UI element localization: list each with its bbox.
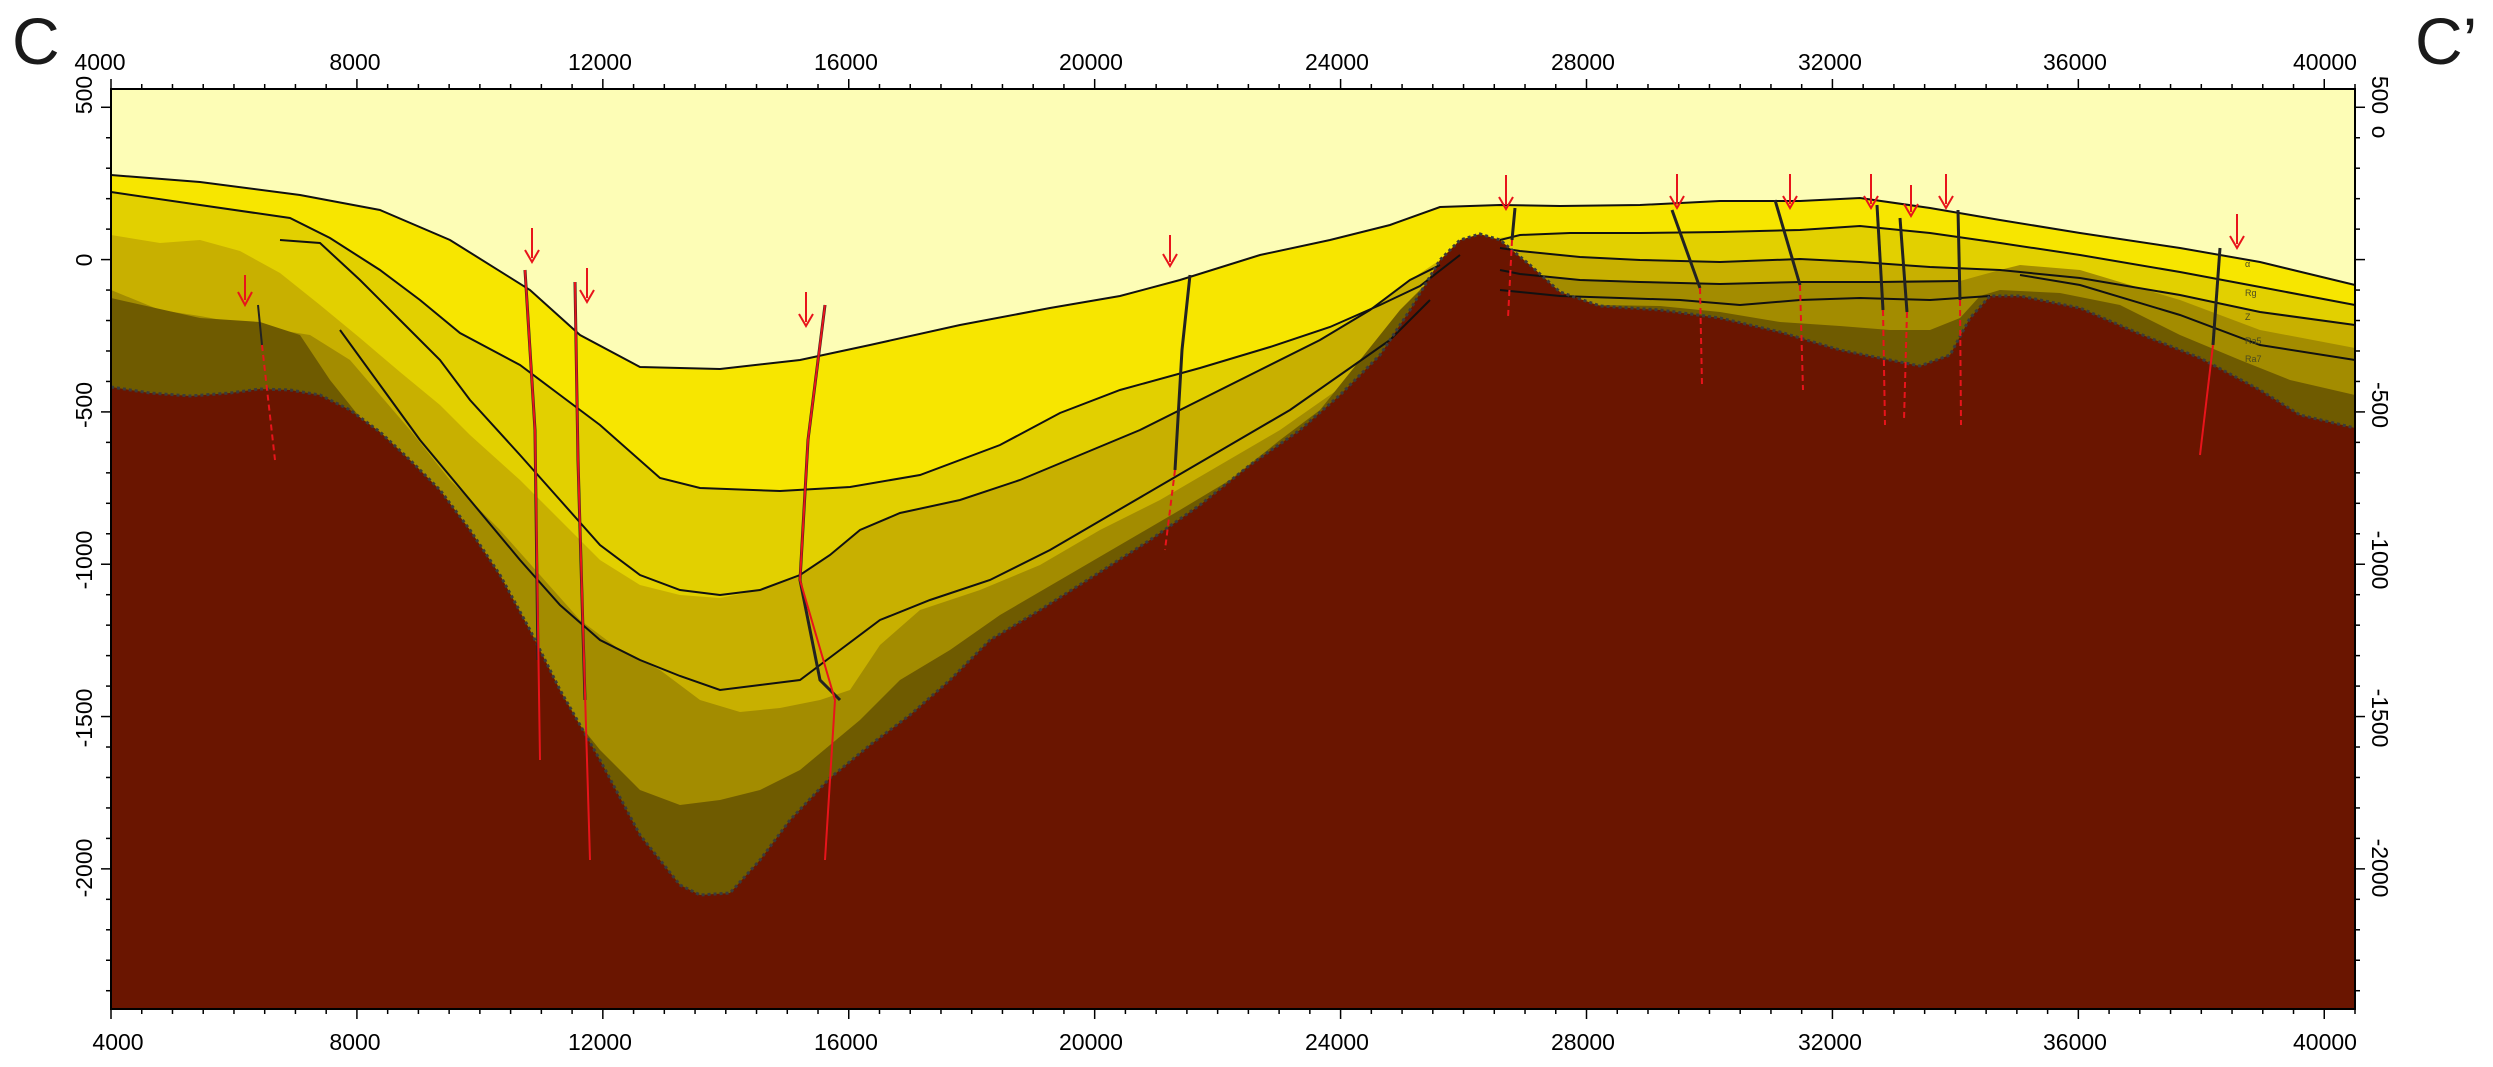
layer-labels: α Rg Z Ra5 Ra7 <box>2245 259 2262 364</box>
y-axis-right: 500 o -500 -1000 -1500 -2000 <box>2367 76 2393 898</box>
x-tick-bottom-label: 40000 <box>2293 1029 2357 1055</box>
y-tick-right-label: -500 <box>2367 382 2393 428</box>
y-tick-right-label: -1000 <box>2367 531 2393 590</box>
horizon-lines <box>110 174 2356 692</box>
x-tick-top-label: 16000 <box>814 49 878 75</box>
x-tick-bottom-label: 16000 <box>814 1029 878 1055</box>
x-tick-bottom-label: 12000 <box>568 1029 632 1055</box>
y-axis-left: 500 0 -500 -1000 -1500 -2000 <box>71 76 97 898</box>
fault-5 <box>1162 235 1192 551</box>
x-tick-top-label: 24000 <box>1305 49 1369 75</box>
x-tick-top-label: 8000 <box>329 49 380 75</box>
fault-9 <box>1863 174 1886 426</box>
y-tick-left-label: 500 <box>71 76 97 114</box>
layer-label-ra5: Ra5 <box>2245 336 2262 346</box>
layer-label-rg: Rg <box>2245 288 2257 298</box>
layer-label-ra7: Ra7 <box>2245 354 2262 364</box>
fault-12 <box>2199 214 2245 456</box>
fault-1 <box>237 275 276 461</box>
x-tick-top-label: 4000 <box>74 49 125 75</box>
x-tick-bottom-label: 36000 <box>2043 1029 2107 1055</box>
y-axis-right-unit: o <box>2367 126 2393 139</box>
x-tick-bottom-label: 4000 <box>92 1029 143 1055</box>
fault-8 <box>1773 174 1804 391</box>
basement <box>111 234 2355 1009</box>
y-tick-left-label: -1000 <box>71 531 97 590</box>
x-tick-bottom-label: 24000 <box>1305 1029 1369 1055</box>
y-tick-left-label: -1500 <box>71 689 97 748</box>
basement-top-outline <box>110 232 2356 897</box>
x-axis-bottom: 4000 8000 12000 16000 20000 24000 28000 … <box>92 1029 2357 1055</box>
x-tick-top-label: 40000 <box>2293 49 2357 75</box>
x-tick-top-label: 20000 <box>1059 49 1123 75</box>
fault-3 <box>573 268 595 861</box>
y-tick-right-label: -2000 <box>2367 839 2393 898</box>
section-label-right: C’ <box>2415 4 2477 78</box>
fault-4 <box>798 292 842 861</box>
horizon-alpha-base <box>110 191 2356 493</box>
fault-11 <box>1938 174 1962 426</box>
horizon-top-surface <box>110 174 2356 371</box>
fault-2 <box>523 228 541 761</box>
y-tick-left-label: -500 <box>71 382 97 428</box>
y-tick-left-label: -2000 <box>71 839 97 898</box>
fault-7 <box>1669 174 1703 386</box>
x-tick-bottom-label: 20000 <box>1059 1029 1123 1055</box>
layer-label-alpha: α <box>2245 259 2250 269</box>
x-axis-top: 4000 8000 12000 16000 20000 24000 28000 … <box>74 49 2357 75</box>
horizon-z-base <box>339 269 1961 692</box>
x-tick-top-label: 12000 <box>568 49 632 75</box>
fault-10 <box>1898 185 1919 421</box>
x-tick-bottom-label: 32000 <box>1798 1029 1862 1055</box>
y-tick-right-label: -1500 <box>2367 689 2393 748</box>
fault-6 <box>1498 175 1517 319</box>
tick-marks <box>101 79 2365 1019</box>
y-tick-left-label: 0 <box>71 254 97 267</box>
section-label-left: C <box>12 4 60 78</box>
x-tick-bottom-label: 8000 <box>329 1029 380 1055</box>
x-tick-top-label: 28000 <box>1551 49 1615 75</box>
x-tick-top-label: 36000 <box>2043 49 2107 75</box>
x-tick-bottom-label: 28000 <box>1551 1029 1615 1055</box>
faults <box>237 174 2245 861</box>
y-tick-right-label: 500 <box>2367 76 2393 114</box>
layer-label-z: Z <box>2245 312 2251 322</box>
plot-area: α Rg Z Ra5 Ra7 <box>110 89 2356 1009</box>
plot-frame <box>110 88 2356 1010</box>
x-tick-top-label: 32000 <box>1798 49 1862 75</box>
